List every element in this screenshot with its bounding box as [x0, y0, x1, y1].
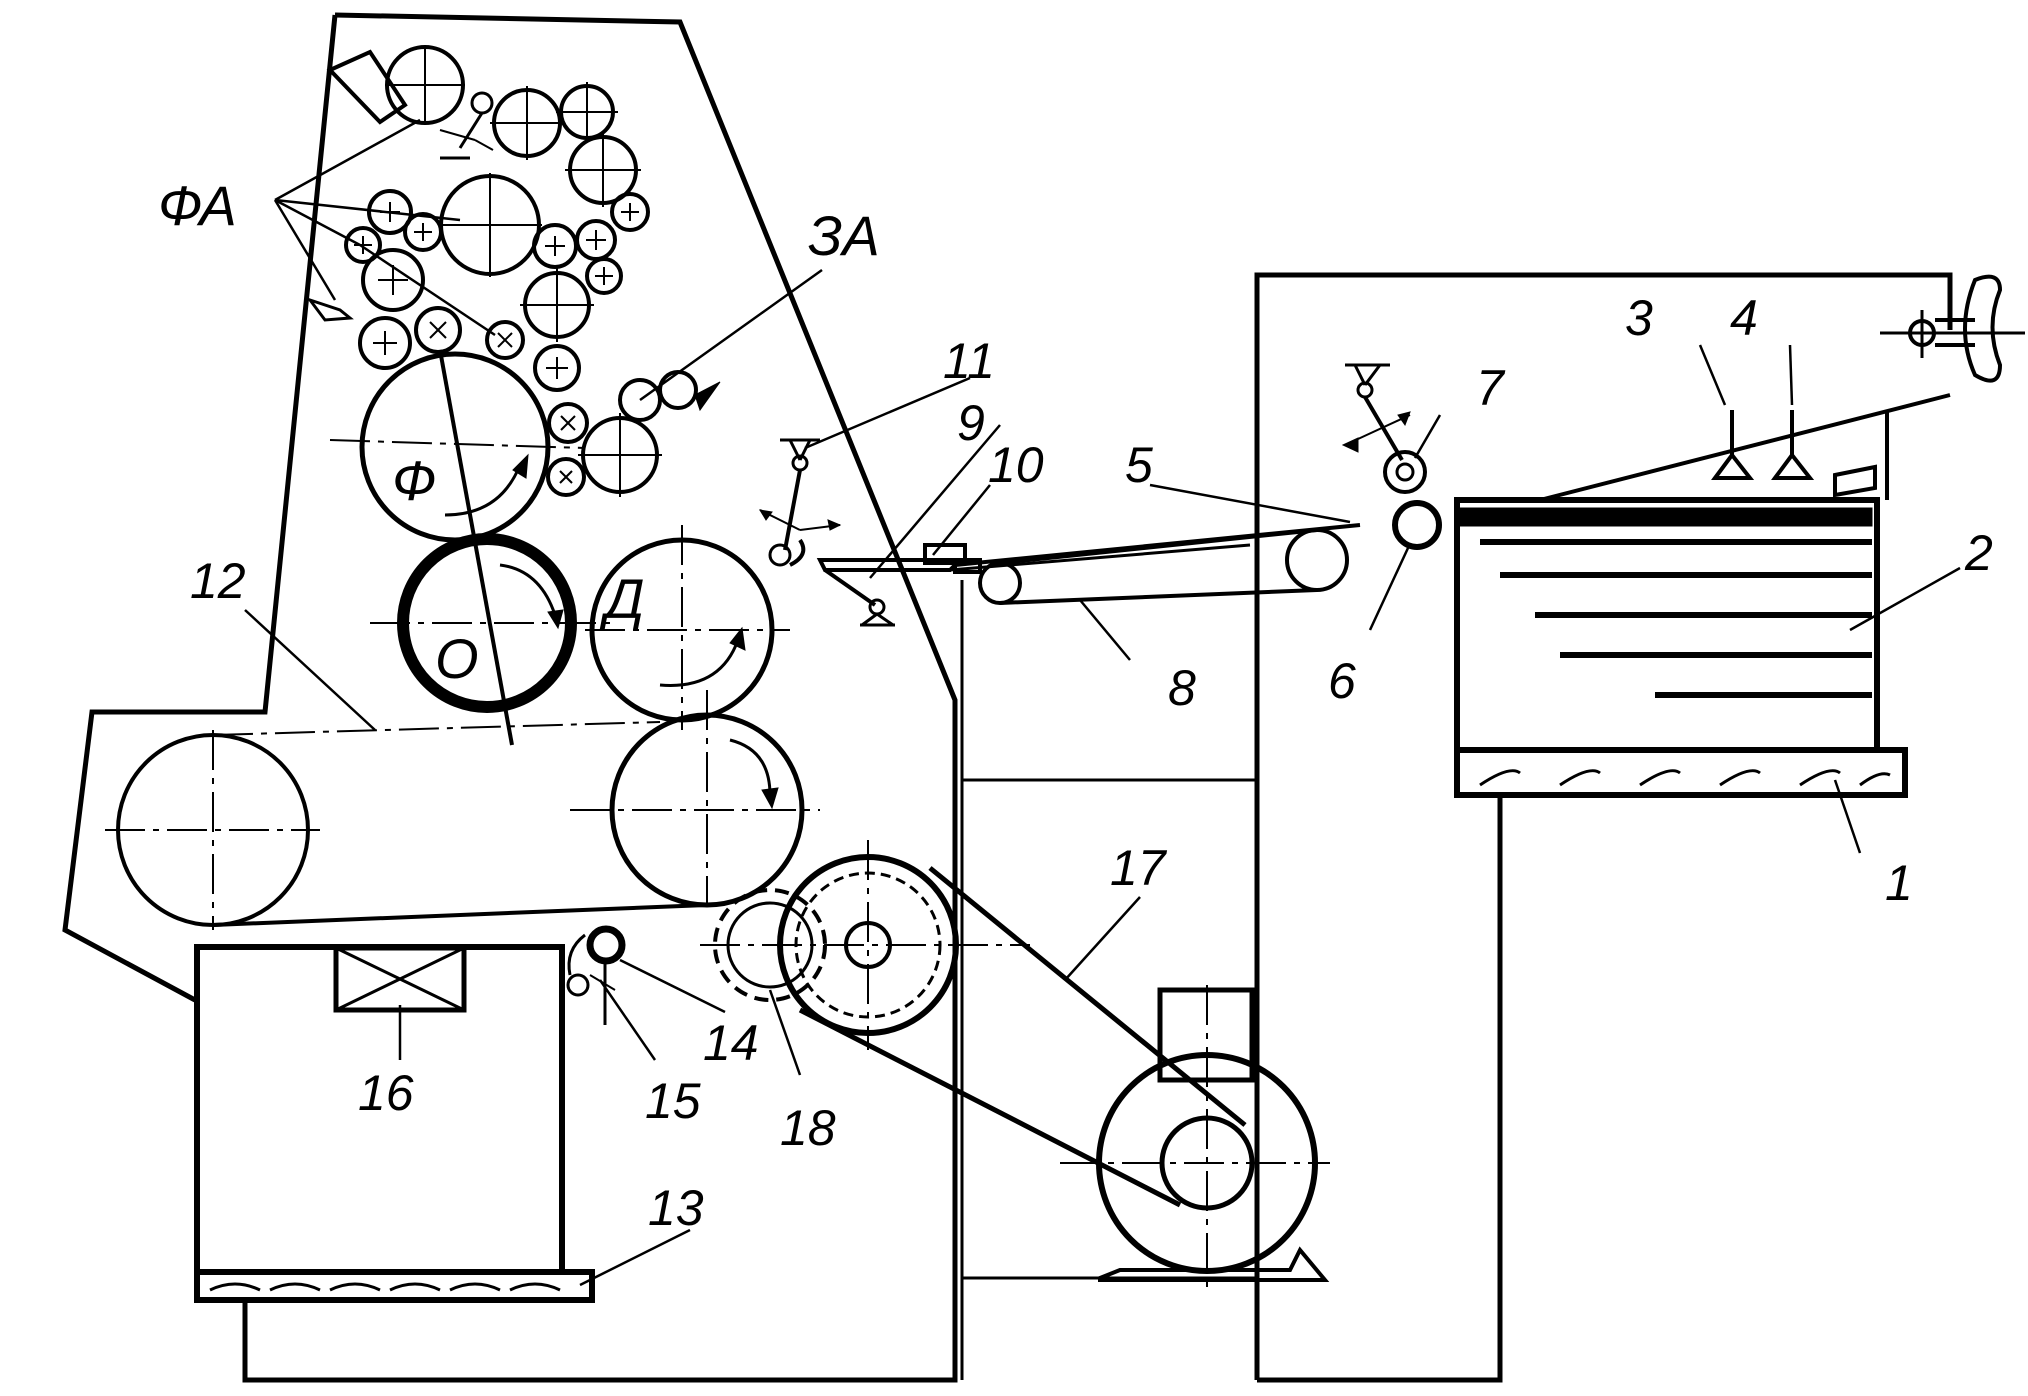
label-2: 2 — [1964, 525, 1993, 581]
hand-crank — [1880, 274, 2025, 383]
label-3: 3 — [1625, 290, 1653, 346]
label-impression-cylinder: Д — [599, 567, 644, 630]
blanket-cylinder — [370, 533, 610, 713]
feed-lever-7 — [1341, 363, 1427, 494]
label-14: 14 — [703, 1015, 759, 1071]
label-inking-unit: ФА — [158, 174, 237, 237]
label-10: 10 — [988, 437, 1044, 493]
label-17: 17 — [1110, 840, 1168, 896]
leader-lines — [244, 344, 1961, 1287]
brush-15 — [566, 933, 616, 1025]
feeder-pile — [1454, 393, 1951, 798]
label-15: 15 — [645, 1073, 701, 1129]
inking-roller-train — [305, 45, 650, 497]
main-frame — [62, 12, 964, 1383]
label-6: 6 — [1328, 653, 1356, 709]
feeder-frame — [962, 272, 1953, 1383]
label-blanket-cylinder: О — [435, 627, 479, 690]
label-8: 8 — [1168, 660, 1196, 716]
delivery-belt — [105, 690, 820, 930]
label-13: 13 — [648, 1180, 704, 1236]
cylinder-axis-line — [438, 349, 514, 746]
label-9: 9 — [957, 395, 985, 451]
label-dampening-unit: ЗА — [808, 204, 880, 267]
roller-6 — [1392, 500, 1442, 550]
label-11: 11 — [943, 333, 995, 389]
label-5: 5 — [1125, 437, 1153, 493]
feed-conveyor — [923, 523, 1361, 605]
labels: ФА ЗА Ф О Д 1 2 3 4 5 6 7 8 9 10 11 12 1… — [158, 174, 1993, 1236]
suction-nozzles — [1711, 410, 1815, 480]
label-4: 4 — [1730, 290, 1758, 346]
label-plate-cylinder: Ф — [392, 449, 437, 512]
roller-14 — [586, 925, 626, 965]
label-12: 12 — [190, 553, 246, 609]
dampening-unit — [578, 268, 823, 497]
label-16: 16 — [358, 1065, 414, 1121]
drive-belt-17 — [798, 866, 1247, 1208]
gear-drive-18 — [700, 840, 1030, 1050]
inking-unit-leaders — [273, 118, 496, 337]
motor — [1060, 985, 1330, 1290]
label-7: 7 — [1476, 360, 1506, 416]
label-1: 1 — [1885, 855, 1913, 911]
swing-gripper — [759, 438, 965, 627]
label-18: 18 — [780, 1100, 836, 1156]
delivery-pile — [194, 944, 595, 1303]
